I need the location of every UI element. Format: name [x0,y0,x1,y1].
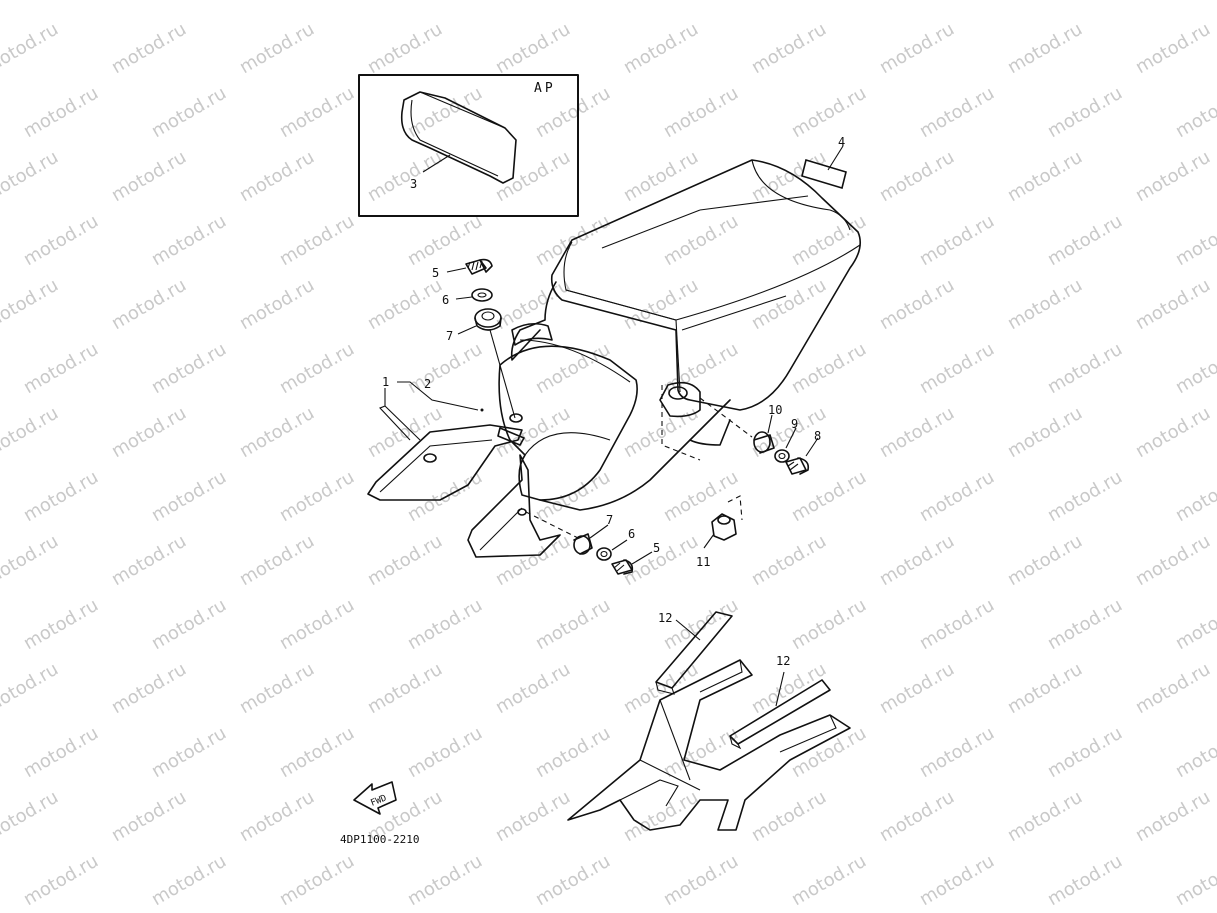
callout-c5a: 5 [432,266,439,280]
callout-c7b: 7 [606,513,613,527]
callout-c3: 3 [410,177,417,191]
callout-c8: 8 [814,429,821,443]
washer-top [455,288,493,302]
washer-bottom [596,539,628,561]
callout-c4: 4 [838,135,845,149]
callout-c11: 11 [696,555,710,569]
callout-c6a: 6 [442,293,449,307]
callout-c6b: 6 [628,527,635,541]
callout-c12b: 12 [776,654,790,668]
inset-label: AP [534,81,556,96]
grab-pad-part [400,91,517,184]
grommet-right [753,414,775,454]
damper-12-left [655,611,733,695]
diagram-code: 4DP1100-2210 [340,833,419,846]
inset-frame [358,74,579,217]
callout-c7a: 7 [446,329,453,343]
inset-box: AP [358,74,579,217]
damper-12-right [729,671,831,750]
washer-right [774,427,797,463]
fwd-arrow-icon: FWD [353,781,397,815]
callout-c9: 9 [791,417,798,431]
side-cover-part [367,381,579,558]
grommet-top [457,308,523,423]
callout-c12a: 12 [658,611,672,625]
seat-part [498,159,861,511]
frame-part [567,659,851,831]
bolt-bottom [611,551,653,575]
bolt-right [785,437,819,475]
grommet-bottom [573,524,609,555]
callout-c5b: 5 [653,541,660,555]
callout-c2: 2 [424,377,431,391]
label-part [801,145,847,190]
bolt-top [446,258,493,275]
callout-c1: 1 [382,375,389,389]
damper-11 [703,495,743,549]
fwd-label: FWD [369,793,388,808]
callout-c10: 10 [768,403,782,417]
